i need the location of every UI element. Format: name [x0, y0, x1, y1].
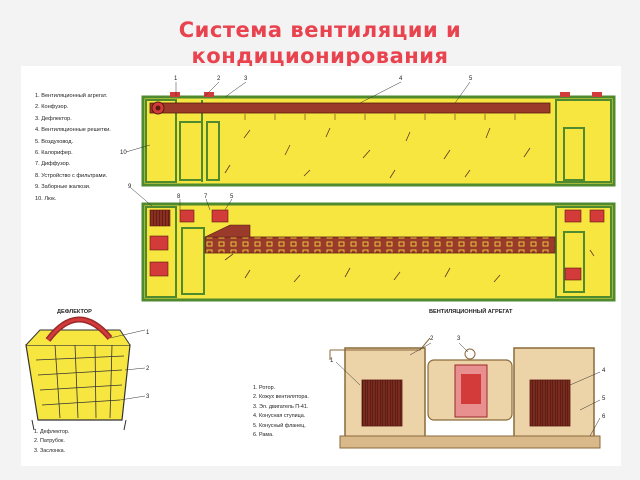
fan-unit-legend: 1. Ротор. 2. Кожух вентилятора. 3. Эл. д… [253, 384, 309, 440]
fan-unit-caption: ВЕНТИЛЯЦИОННЫЙ АГРЕГАТ [429, 309, 513, 315]
fan-legend-item: 2. Кожух вентилятора. [253, 394, 309, 401]
callout-4: 4 [399, 76, 403, 82]
callout-1: 1 [174, 76, 178, 82]
fan-legend-item: 5. Конусный фланец. [253, 422, 306, 429]
callout-7: 7 [204, 194, 208, 200]
legend-item: 6. Калорифер. [35, 150, 73, 157]
fan-unit-drawing: 2 3 1 4 5 6 [329, 336, 606, 449]
legend-item: 4. Вентиляционные решетки. [35, 127, 111, 134]
air-duct-lower [204, 236, 556, 254]
callout-2: 2 [217, 76, 221, 82]
deflector-drawing: 1 2 3 [25, 316, 150, 431]
car-section-lower [141, 202, 616, 302]
car-section-upper [141, 92, 616, 187]
callout-leaders [125, 81, 471, 211]
callout-5b: 5 [230, 194, 234, 200]
legend-item: 3. Дефлектор. [35, 115, 72, 122]
callout-numbers-upper: 1 2 3 4 5 10 9 8 7 5 [120, 76, 473, 200]
fan-callout-3: 3 [457, 336, 461, 342]
callout-8: 8 [177, 194, 181, 200]
fan-legend-item: 6. Рама. [253, 432, 274, 439]
legend-item: 8. Устройство с фильтрами. [35, 172, 108, 179]
fan-legend-item: 4. Конусная ступица. [253, 413, 306, 420]
fan-legend-item: 3. Эл. двигатель П-41. [253, 403, 309, 410]
title-line-2: кондиционирования [191, 44, 449, 66]
title-line-1: Система вентиляции и [178, 18, 462, 42]
fan-callout-4: 4 [602, 368, 606, 374]
fan-callout-2: 2 [430, 336, 434, 342]
legend-item: 9. Заборные жалюзи. [35, 184, 91, 191]
deflector-legend: 1. Дефлектор. 2. Патрубок. 3. Заслонка. [34, 428, 69, 456]
fan-callout-1: 1 [330, 358, 334, 364]
callout-5: 5 [469, 76, 473, 82]
deflector-legend-item: 1. Дефлектор. [34, 429, 70, 435]
fan-legend-item: 1. Ротор. [253, 385, 276, 391]
legend-item: 2. Конфузор. [35, 104, 69, 111]
deflector-callout-3: 3 [146, 394, 150, 400]
legend-item: 10. Люк. [35, 195, 57, 202]
deflector-caption: ДЕФЛЕКТОР [57, 309, 92, 315]
filter-units [149, 209, 605, 281]
deflector-legend-item: 3. Заслонка. [34, 447, 66, 454]
deflector-legend-item: 2. Патрубок. [34, 438, 65, 445]
page-title: Система вентиляции и кондиционирования [0, 18, 640, 66]
main-legend: 1. Вентиляционный агрегат. 2. Конфузор. … [35, 91, 111, 205]
legend-item: 1. Вентиляционный агрегат. [35, 93, 108, 99]
callout-9: 9 [128, 184, 132, 190]
deflector-callout-1: 1 [146, 330, 150, 336]
air-duct-upper [149, 102, 551, 114]
legend-item: 5. Воздуховод. [35, 138, 74, 145]
legend-item: 7. Диффузор. [35, 161, 71, 168]
fan-callout-5: 5 [602, 396, 606, 402]
deflector-callout-2: 2 [146, 366, 150, 372]
callout-3: 3 [244, 76, 248, 82]
fan-callout-6: 6 [602, 414, 606, 420]
callout-10: 10 [120, 150, 127, 156]
